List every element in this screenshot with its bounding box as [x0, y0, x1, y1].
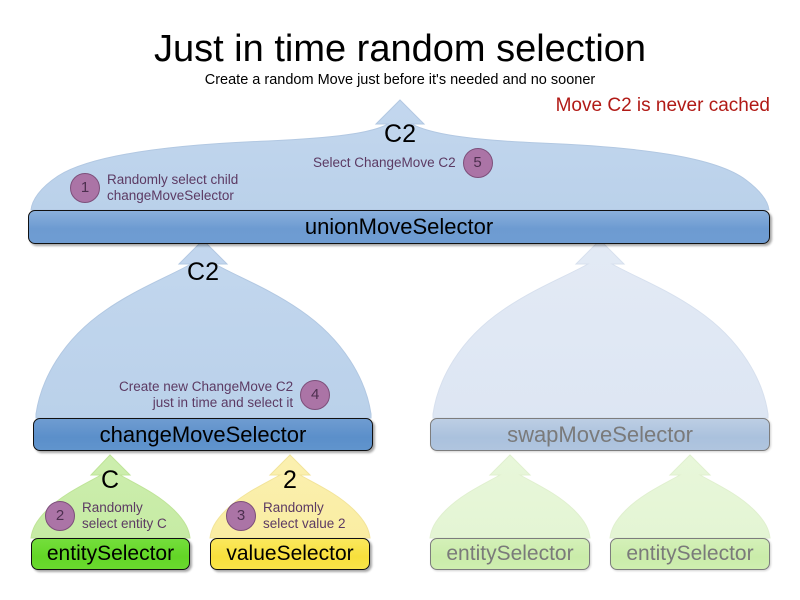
- flow-label-value-to-change: 2: [283, 466, 297, 494]
- page-title: Just in time random selection: [153, 28, 647, 70]
- flow-label-change-to-union: C2: [187, 258, 219, 286]
- step-annotation-4: Create new ChangeMove C2 just in time an…: [119, 379, 331, 411]
- node-entity-selector-swap-1[interactable]: entitySelector: [430, 538, 590, 570]
- node-swap-move-selector[interactable]: swapMoveSelector: [430, 418, 770, 451]
- flow-label-union-output: C2: [384, 120, 416, 148]
- step-annotation-1: 1 Randomly select child changeMoveSelect…: [70, 172, 238, 204]
- arrow-entity-swap-1-to-swap: [429, 454, 591, 539]
- step-text-5: Select ChangeMove C2: [313, 155, 456, 171]
- arrow-swap-to-union: [432, 239, 769, 419]
- step-annotation-3: 3 Randomly select value 2: [226, 500, 346, 532]
- step-text-1: Randomly select child changeMoveSelector: [107, 172, 239, 203]
- step-badge-3: 3: [226, 500, 256, 531]
- node-value-selector-change[interactable]: valueSelector: [210, 538, 370, 570]
- step-badge-2: 2: [45, 500, 75, 531]
- step-text-4: Create new ChangeMove C2 just in time an…: [119, 379, 294, 410]
- warning-note: Move C2 is never cached: [555, 95, 770, 116]
- flow-label-entity-to-change: C: [100, 466, 120, 494]
- step-badge-5: 5: [462, 148, 493, 178]
- node-union-move-selector[interactable]: unionMoveSelector: [28, 210, 770, 244]
- arrow-entity-swap-2-to-swap: [609, 454, 771, 539]
- step-text-3: Randomly select value 2: [263, 500, 346, 531]
- page-subtitle: Create a random Move just before it's ne…: [204, 72, 596, 88]
- step-badge-1: 1: [70, 172, 100, 203]
- step-annotation-5: Select ChangeMove C2 5: [313, 148, 493, 178]
- step-annotation-2: 2 Randomly select entity C: [45, 500, 167, 532]
- step-badge-4: 4: [300, 379, 331, 410]
- step-text-2: Randomly select entity C: [82, 500, 167, 531]
- node-entity-selector-swap-2[interactable]: entitySelector: [610, 538, 770, 570]
- node-entity-selector-change[interactable]: entitySelector: [31, 538, 190, 570]
- node-change-move-selector[interactable]: changeMoveSelector: [33, 418, 373, 451]
